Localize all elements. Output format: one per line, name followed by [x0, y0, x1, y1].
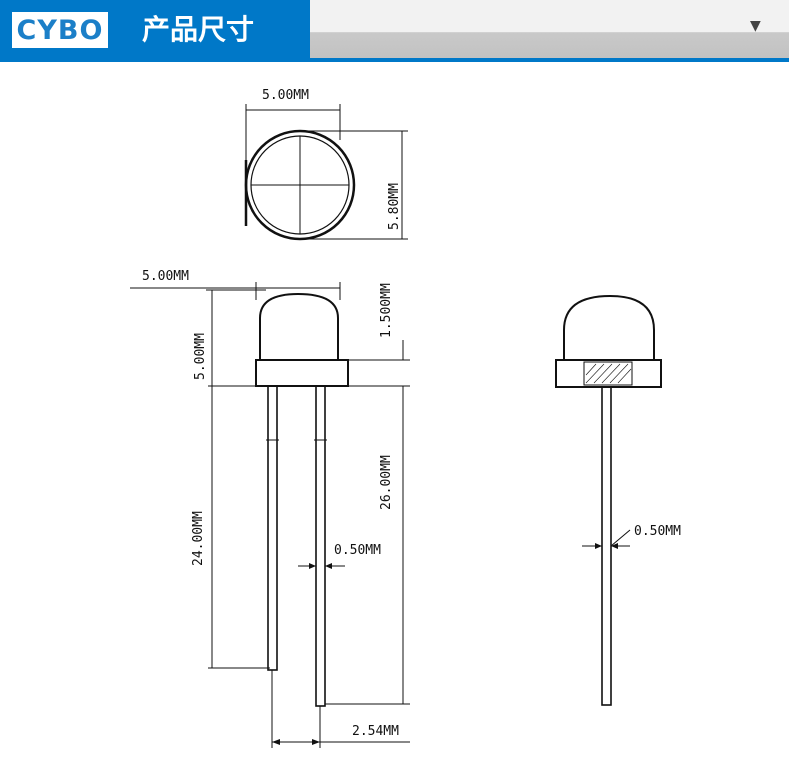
label-side-lead-width: 0.50MM	[634, 524, 681, 539]
label-lead-width: 0.50MM	[334, 543, 381, 558]
label-dome-height: 5.00MM	[193, 333, 208, 380]
side-flange-hatch	[583, 361, 633, 386]
side-flange	[555, 359, 662, 388]
label-long-lead: 26.00MM	[379, 455, 394, 510]
front-long-lead	[315, 385, 326, 707]
front-short-lead	[267, 385, 278, 671]
label-pitch: 2.54MM	[352, 724, 399, 739]
logo-text: CYBO	[16, 14, 104, 46]
top-view	[244, 104, 408, 241]
side-view	[555, 294, 662, 706]
front-dome	[259, 292, 339, 360]
label-flange-height: 1.500MM	[379, 283, 394, 338]
side-dome	[563, 294, 655, 360]
label-top-depth: 5.80MM	[387, 183, 402, 230]
triangle-down-icon[interactable]: ▼	[750, 18, 761, 34]
label-short-lead: 24.00MM	[191, 511, 206, 566]
header-grey-band	[310, 0, 789, 58]
label-top-width: 5.00MM	[262, 88, 309, 103]
side-lead	[601, 386, 612, 706]
page-title: 产品尺寸	[142, 13, 255, 46]
logo: CYBO	[12, 12, 108, 48]
front-flange	[255, 359, 349, 387]
front-view	[130, 282, 410, 748]
label-front-width: 5.00MM	[142, 269, 189, 284]
